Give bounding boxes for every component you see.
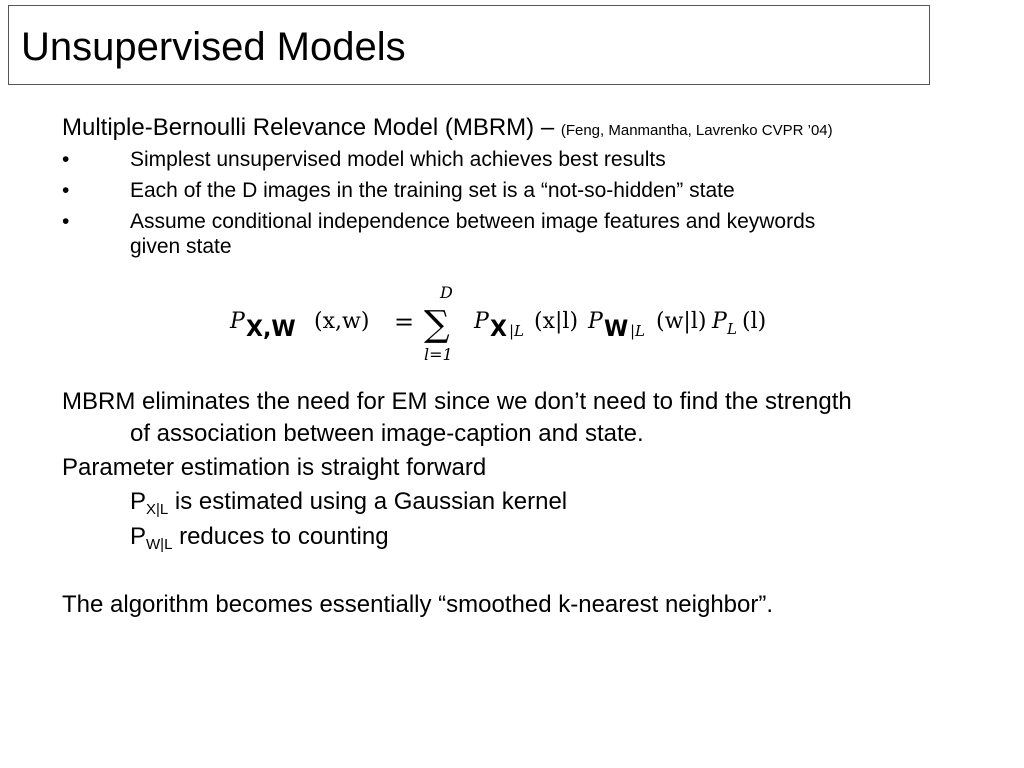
- sum-symbol: ∑: [424, 304, 450, 345]
- lhs-sub: X,W: [246, 317, 296, 342]
- lhs-args: (x,w): [314, 309, 369, 334]
- t2-args: (w|l): [656, 309, 706, 334]
- paragraph-knn: The algorithm becomes essentially “smoot…: [62, 591, 774, 618]
- bullet-text: Assume conditional independence between …: [130, 210, 816, 233]
- bullet-marker: •: [62, 210, 70, 233]
- paragraph-mbrm-line2: of association between image-caption and…: [130, 420, 644, 447]
- t3-sub: L: [726, 320, 737, 338]
- paragraph-mbrm-line1: MBRM eliminates the need for EM since we…: [62, 388, 852, 415]
- sum-upper: D: [439, 283, 453, 302]
- p4-p: P: [130, 523, 147, 550]
- p3-p: P: [130, 488, 147, 515]
- p3-sub: X|L: [146, 501, 169, 518]
- lhs-p: P: [229, 309, 246, 334]
- t1-args: (x|l): [534, 309, 578, 334]
- equals-sign: =: [394, 308, 414, 336]
- t3-p: P: [711, 309, 728, 334]
- paragraph-parameter-estimation: Parameter estimation is straight forward: [62, 454, 487, 481]
- bullet-marker: •: [62, 148, 70, 171]
- title-box: Unsupervised Models: [8, 5, 930, 85]
- citation: (Feng, Manmantha, Lavrenko CVPR ’04): [560, 122, 833, 139]
- bullet-marker: •: [62, 179, 70, 202]
- bullet-text: Each of the D images in the training set…: [130, 179, 735, 202]
- formula-svg: P X,W (x,w) = D ∑ l=1 P X |L (x|l) P W |…: [229, 283, 766, 364]
- paragraph-px-gaussian: PX|L is estimated using a Gaussian kerne…: [130, 486, 567, 518]
- p4-sub: W|L: [146, 536, 173, 553]
- t2-sub-rest: |L: [630, 322, 645, 340]
- paragraph-pw-counting: PW|L reduces to counting: [130, 521, 389, 553]
- t1-sub-bold: X: [490, 317, 507, 342]
- t1-sub-rest: |L: [509, 322, 524, 340]
- t1-p: P: [473, 309, 490, 334]
- slide-title: Unsupervised Models: [21, 25, 406, 69]
- t2-p: P: [587, 309, 604, 334]
- p3-text: is estimated using a Gaussian kernel: [168, 488, 568, 515]
- t2-sub-bold: W: [604, 317, 628, 342]
- intro-line: Multiple-Bernoulli Relevance Model (MBRM…: [62, 113, 833, 146]
- bullet-continuation: given state: [130, 235, 232, 258]
- t3-args: (l): [742, 309, 766, 334]
- p4-text: reduces to counting: [172, 523, 389, 550]
- intro-text: Multiple-Bernoulli Relevance Model (MBRM…: [62, 114, 561, 141]
- mbrm-formula: P X,W (x,w) = D ∑ l=1 P X |L (x|l) P W |…: [228, 278, 808, 366]
- sum-lower: l=1: [424, 345, 453, 364]
- bullet-text: Simplest unsupervised model which achiev…: [130, 148, 666, 171]
